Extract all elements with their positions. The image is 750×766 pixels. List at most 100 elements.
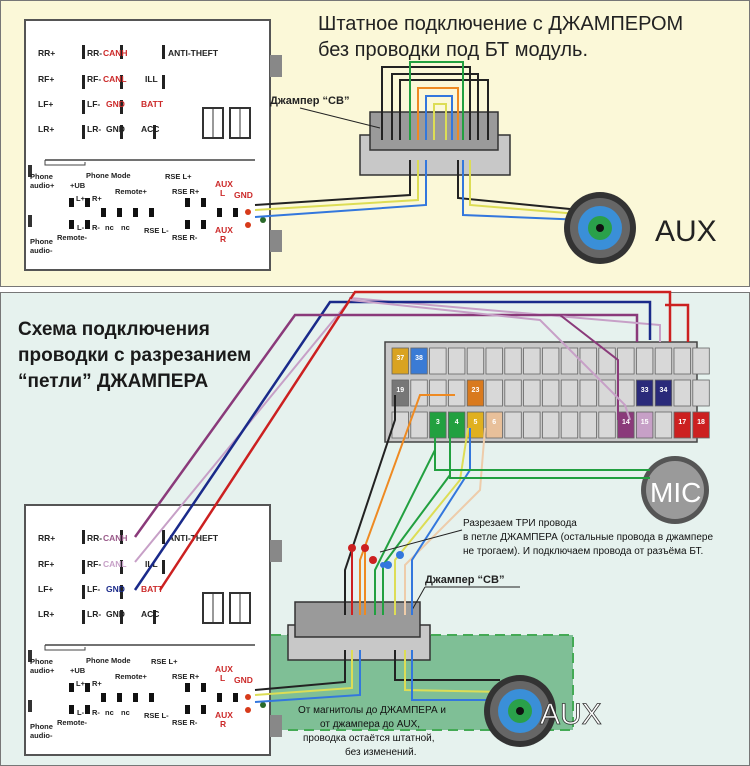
b-label-nc-2: nc xyxy=(121,708,130,717)
label-rf-minus: RF- xyxy=(87,74,101,84)
bt-pin-number: 17 xyxy=(678,419,686,426)
label-rse-l-minus: RSE L- xyxy=(144,226,169,235)
bottom-heading-line2: проводки с разрезанием xyxy=(18,345,251,366)
label-aux: AUX xyxy=(215,179,233,189)
bt-pin-cell xyxy=(542,411,560,439)
bt-pin-cell xyxy=(485,347,503,375)
bottom-aux-jack xyxy=(484,675,556,747)
keep-note-line4: без изменений. xyxy=(345,746,416,758)
bt-pin-cell xyxy=(485,379,503,407)
bt-pin-number: 18 xyxy=(697,419,705,426)
bt-pin-cell xyxy=(598,411,616,439)
bt-pin-cell xyxy=(636,411,654,439)
bt-pin-cell xyxy=(692,379,710,407)
bt-pin-number: 34 xyxy=(660,387,668,394)
label-ub: +UB xyxy=(70,181,86,190)
b-label-ub: +UB xyxy=(70,666,86,675)
label-lr-plus: LR+ xyxy=(38,124,54,134)
bt-pin-cell xyxy=(617,347,635,375)
b-label-rse-l-plus: RSE L+ xyxy=(151,657,178,666)
label-batt: BATT xyxy=(141,99,164,109)
b-label-phone-audio-plus-2: audio+ xyxy=(30,666,55,675)
b-label-canl: CANL xyxy=(103,559,127,569)
bt-pin-cell xyxy=(466,347,485,375)
label-acc: ACC xyxy=(141,124,159,134)
label-rr-minus: RR- xyxy=(87,48,102,58)
label-r-minus: R- xyxy=(92,223,100,232)
b-label-r-plus: R+ xyxy=(92,679,102,688)
bt-pin-cell xyxy=(692,347,710,375)
b-label-gnd-blue: GND xyxy=(106,584,125,594)
bt-pin-cell xyxy=(579,379,597,407)
bt-pin-number: 3 xyxy=(436,419,440,426)
bottom-wires-bt xyxy=(133,290,690,591)
bt-pin-cell xyxy=(673,347,691,375)
b-label-rse-l-minus: RSE L- xyxy=(144,711,169,720)
bottom-wires-jumper xyxy=(344,394,650,615)
keep-note-line2: от джампера до AUX, xyxy=(320,719,420,730)
cut-note-line2: в петле ДЖАМПЕРА (остальные провода в дж… xyxy=(463,532,713,543)
mic-jack: MIC xyxy=(641,456,709,524)
label-rse-l-plus: RSE L+ xyxy=(165,172,192,181)
label-nc-2: nc xyxy=(121,223,130,232)
top-jumper-label: Джампер “CB” xyxy=(270,95,349,107)
label-ill: ILL xyxy=(145,74,158,84)
bt-pin-cell xyxy=(429,379,447,407)
bt-pin-cell xyxy=(485,411,503,439)
label-lf-plus: LF+ xyxy=(38,99,53,109)
label-remote-plus: Remote+ xyxy=(115,187,148,196)
b-label-r-minus: R- xyxy=(92,708,100,717)
top-aux-jack xyxy=(564,192,636,264)
b-label-aux-l: L xyxy=(220,673,225,683)
b-label-remote-minus: Remote- xyxy=(57,718,88,727)
mic-label: MIC xyxy=(650,477,701,508)
bt-pin-cell xyxy=(673,411,691,439)
label-rf-plus: RF+ xyxy=(38,74,54,84)
b-label-gnd: GND xyxy=(106,609,125,619)
bt-pin-cell xyxy=(504,347,522,375)
bt-pin-cell xyxy=(598,379,616,407)
bt-pin-cell xyxy=(636,347,654,375)
b-label-lr-minus: LR- xyxy=(87,609,101,619)
label-lr-minus: LR- xyxy=(87,124,101,134)
label-gnd: GND xyxy=(106,124,125,134)
bt-pin-cell xyxy=(542,379,560,407)
bottom-jumper-label: Джампер “CB” xyxy=(425,574,504,586)
bottom-wires-aux xyxy=(254,650,510,703)
bt-pin-cell xyxy=(410,347,428,375)
bt-pin-cell xyxy=(579,411,597,439)
bt-pin-number: 5 xyxy=(473,419,477,426)
bt-pin-number: 6 xyxy=(492,419,496,426)
bt-pin-cell xyxy=(410,379,428,407)
cut-note-pointer xyxy=(379,529,463,553)
b-label-acc: ACC xyxy=(141,609,159,619)
bt-pin-number: 37 xyxy=(396,355,404,362)
label-rse-r-minus: RSE R- xyxy=(172,233,198,242)
label-phone-audio-minus-2: audio- xyxy=(30,246,53,255)
b-label-rr-minus: RR- xyxy=(87,533,102,543)
label-r-plus: R+ xyxy=(92,194,102,203)
label-nc-1: nc xyxy=(105,223,114,232)
label-phone-audio-plus-1: Phone xyxy=(30,172,53,181)
keep-note-line1: От магнитолы до ДЖАМПЕРА и xyxy=(298,705,446,716)
b-label-aux-r-1: AUX xyxy=(215,710,233,720)
bt-pin-cell xyxy=(391,379,409,407)
bt-pin-cell xyxy=(560,411,579,439)
label-canl: CANL xyxy=(103,74,127,84)
label-phone-audio-minus-1: Phone xyxy=(30,237,53,246)
bt-pin-cell xyxy=(654,411,673,439)
bt-pin-number: 19 xyxy=(396,387,404,394)
bt-pin-cell xyxy=(654,347,673,375)
bottom-heading-line3: “петли” ДЖАМПЕРА xyxy=(18,371,208,392)
label-l-minus: L- xyxy=(77,223,85,232)
bt-pin-cell xyxy=(579,347,597,375)
bt-pin-cell xyxy=(692,411,710,439)
bt-pin-cell xyxy=(673,379,691,407)
label-gnd-aux: GND xyxy=(234,190,253,200)
b-label-rf-minus: RF- xyxy=(87,559,101,569)
bottom-heading-line1: Схема подключения xyxy=(18,319,210,340)
bt-pin-cell xyxy=(429,347,447,375)
label-lf-minus: LF- xyxy=(87,99,100,109)
